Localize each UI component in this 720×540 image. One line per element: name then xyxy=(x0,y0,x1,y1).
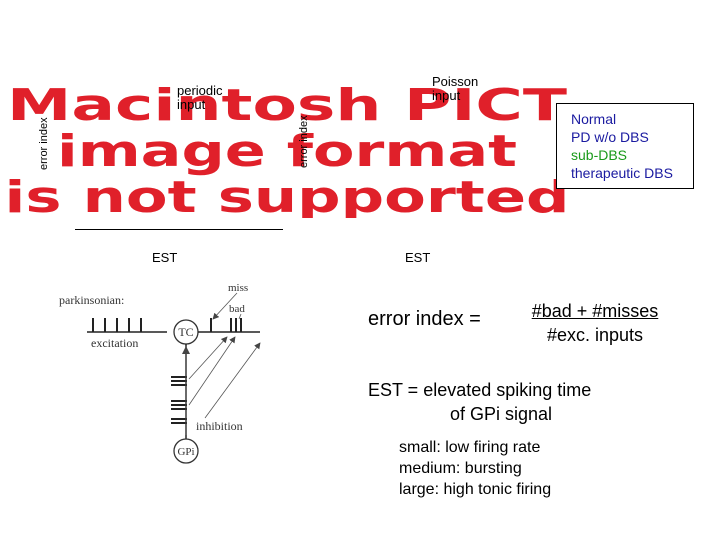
legend: Normal PD w/o DBS sub-DBS therapeutic DB… xyxy=(556,103,694,189)
legend-item-normal: Normal xyxy=(571,111,617,127)
size-note-large: large: high tonic firing xyxy=(399,481,552,498)
inhibition-label: inhibition xyxy=(196,419,243,433)
legend-item-therapeutic-dbs: therapeutic DBS xyxy=(571,165,673,181)
miss-label: miss xyxy=(228,282,248,294)
right-x-axis-label: EST xyxy=(405,250,431,265)
formula-denominator: #exc. inputs xyxy=(546,325,644,345)
inhibition-spikes xyxy=(171,376,187,424)
tc-output-spikes xyxy=(210,318,242,332)
left-panel-title: periodic input xyxy=(177,83,223,112)
left-x-axis-label: EST xyxy=(152,250,178,265)
placeholder-line-1: Macintosh PICT xyxy=(7,80,567,131)
legend-item-sub-dbs: sub-DBS xyxy=(571,147,628,163)
legend-item-pd: PD w/o DBS xyxy=(571,129,649,145)
placeholder-line-2: image format xyxy=(57,126,517,177)
formula-numerator: #bad + #misses xyxy=(531,301,659,321)
miss-arrow xyxy=(212,292,238,320)
formula-lhs: error index = xyxy=(368,308,481,330)
inhibition-arrow-3 xyxy=(204,342,261,419)
left-x-axis-line xyxy=(75,229,283,230)
tc-label: TC xyxy=(178,325,193,339)
inhibition-arrow-1 xyxy=(188,336,228,380)
bad-pointer xyxy=(238,313,242,320)
formula-fraction: #bad + #misses #exc. inputs xyxy=(515,299,675,347)
right-y-axis-label: error index xyxy=(298,115,310,168)
inhibition-arrow-2 xyxy=(188,336,236,406)
size-note-small: small: low firing rate xyxy=(399,439,541,456)
excitation-label: excitation xyxy=(91,336,138,350)
placeholder-line-3: is not supported xyxy=(5,172,570,218)
gpi-label: GPi xyxy=(177,446,194,458)
right-panel-title: Poisson input xyxy=(432,74,479,103)
excitation-spikes xyxy=(92,318,142,332)
size-notes: small: low firing rate medium: bursting … xyxy=(399,437,551,500)
left-y-axis-label: error index xyxy=(38,117,50,170)
est-definition: EST = elevated spiking time of GPi signa… xyxy=(368,380,592,424)
gpi-node xyxy=(173,438,199,464)
parkinsonian-label: parkinsonian: xyxy=(59,293,124,307)
size-note-medium: medium: bursting xyxy=(399,460,522,477)
tc-gpi-schematic: parkinsonian: excitation TC miss bad xyxy=(55,275,290,475)
unsupported-image-placeholder: Macintosh PICT image format is not suppo… xyxy=(0,78,575,223)
bad-label: bad xyxy=(229,303,245,315)
